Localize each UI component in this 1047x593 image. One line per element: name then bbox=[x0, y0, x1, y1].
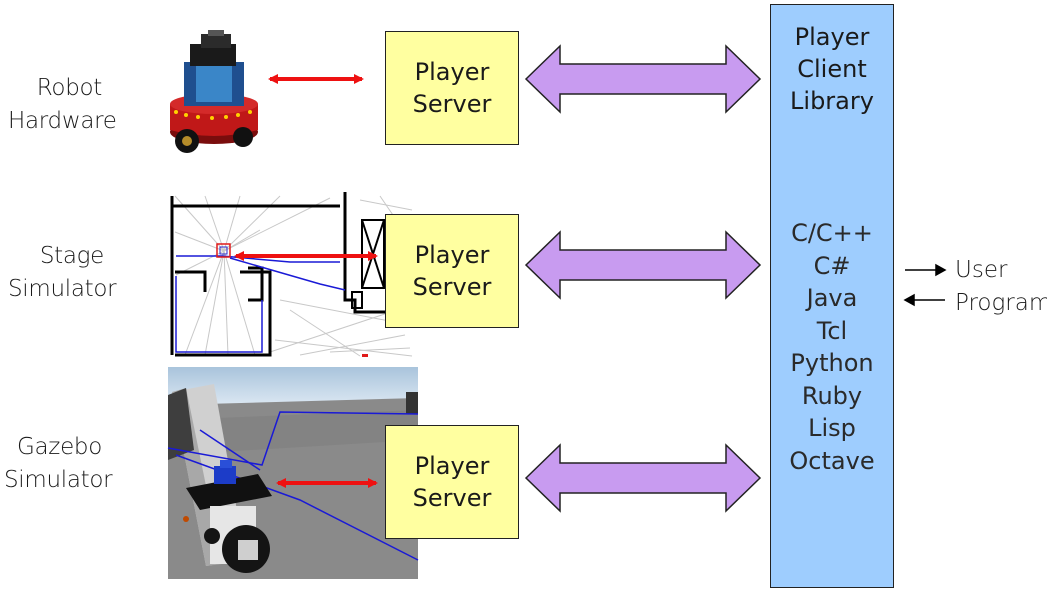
label-robot-hardware: Robot Hardware bbox=[8, 75, 117, 134]
label-stage-simulator: Stage Simulator bbox=[8, 243, 117, 302]
language-list: C/C++ C# Java Tcl Python Ruby Lisp Octav… bbox=[771, 217, 893, 477]
label-gazebo-simulator: Gazebo Simulator bbox=[4, 434, 113, 493]
language-item: Ruby bbox=[801, 381, 863, 410]
player-server-stage: Player Server bbox=[385, 214, 519, 328]
player-client-library: Player Client Library C/C++ C# Java Tcl … bbox=[770, 4, 894, 588]
language-item: Tcl bbox=[816, 316, 848, 345]
language-item: Java bbox=[806, 284, 858, 312]
language-item: Lisp bbox=[808, 414, 856, 442]
language-item: Octave bbox=[789, 446, 875, 475]
language-item: C# bbox=[813, 251, 851, 280]
player-server-gazebo: Player Server bbox=[385, 425, 519, 539]
stage-simulator-image bbox=[170, 192, 414, 357]
gazebo-simulator-image bbox=[167, 367, 419, 579]
client-library-title: Player Client Library bbox=[790, 23, 874, 115]
language-item: Python bbox=[790, 349, 874, 377]
purple-arrow-stage bbox=[524, 230, 762, 300]
language-item: C/C++ bbox=[791, 219, 873, 247]
robot-hardware-image bbox=[165, 28, 265, 163]
user-program-label: User Program bbox=[955, 257, 1047, 316]
purple-arrow-gazebo bbox=[524, 443, 762, 513]
player-server-hardware: Player Server bbox=[385, 31, 519, 145]
purple-arrow-hardware bbox=[524, 44, 762, 114]
